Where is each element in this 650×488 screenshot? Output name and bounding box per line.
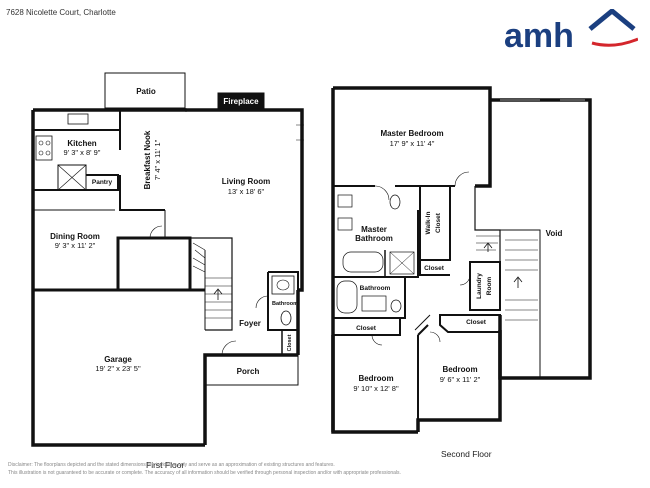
label-kitchen-dims: 9' 3" x 8' 9" [64,148,101,157]
label-closet-first: Closet [287,334,293,351]
second-floor-plan [331,86,592,434]
label-master-bathroom-2: Bathroom [355,234,393,243]
label-bedroom-2-dims: 9' 6" x 11' 2" [440,375,481,384]
label-fireplace: Fireplace [223,97,259,106]
label-bedroom-1-dims: 9' 10" x 12' 8" [353,384,399,393]
label-bedroom-2: Bedroom [442,365,477,374]
label-porch: Porch [237,367,260,376]
label-garage-dims: 19' 2" x 23' 5" [95,364,141,373]
label-walk-in-2: Closet [435,212,442,233]
label-kitchen: Kitchen [67,139,96,148]
label-closet-walkin-bottom: Closet [424,265,445,272]
logo-wordmark: amh [504,17,574,53]
label-walk-in-1: Walk-In [425,212,432,235]
label-master-bedroom: Master Bedroom [380,129,443,138]
label-patio: Patio [136,87,156,96]
second-floor-label: Second Floor [441,449,492,459]
label-master-bathroom-1: Master [361,225,387,234]
label-void: Void [546,229,563,238]
label-master-bedroom-dims: 17' 9" x 11' 4" [390,139,435,148]
label-pantry: Pantry [92,179,113,186]
patio-area [104,72,186,109]
label-breakfast-nook: Breakfast Nook [143,130,152,189]
first-floor-label: First Floor [146,460,185,470]
amh-logo: amh [504,9,638,53]
label-closet-bedroom2: Closet [466,319,487,326]
label-garage: Garage [104,355,132,364]
label-laundry-2: Room [486,277,493,296]
label-closet-hall: Closet [356,325,377,332]
logo-roof-icon [588,9,636,31]
property-address: 7628 Nicolette Court, Charlotte [6,8,116,17]
label-living-room-dims: 13' x 18' 6" [228,187,265,196]
label-living-room: Living Room [222,177,270,186]
disclaimer-line-2: This illustration is not guaranteed to b… [8,470,401,476]
label-bathroom-second: Bathroom [360,285,391,292]
first-floor-plan [31,72,304,447]
disclaimer-line-1: Disclaimer: The floorplans depicted and … [8,462,335,468]
label-bedroom-1: Bedroom [358,374,393,383]
label-dining-room-dims: 9' 3" x 11' 2" [55,241,96,250]
logo-swoosh-icon [591,37,638,47]
label-foyer: Foyer [239,319,261,328]
label-dining-room: Dining Room [50,232,100,241]
label-laundry-1: Laundry [476,273,483,299]
label-bathroom-first: Bathroom [272,301,298,307]
label-breakfast-nook-dims: 7' 4" x 11' 1" [153,139,162,180]
